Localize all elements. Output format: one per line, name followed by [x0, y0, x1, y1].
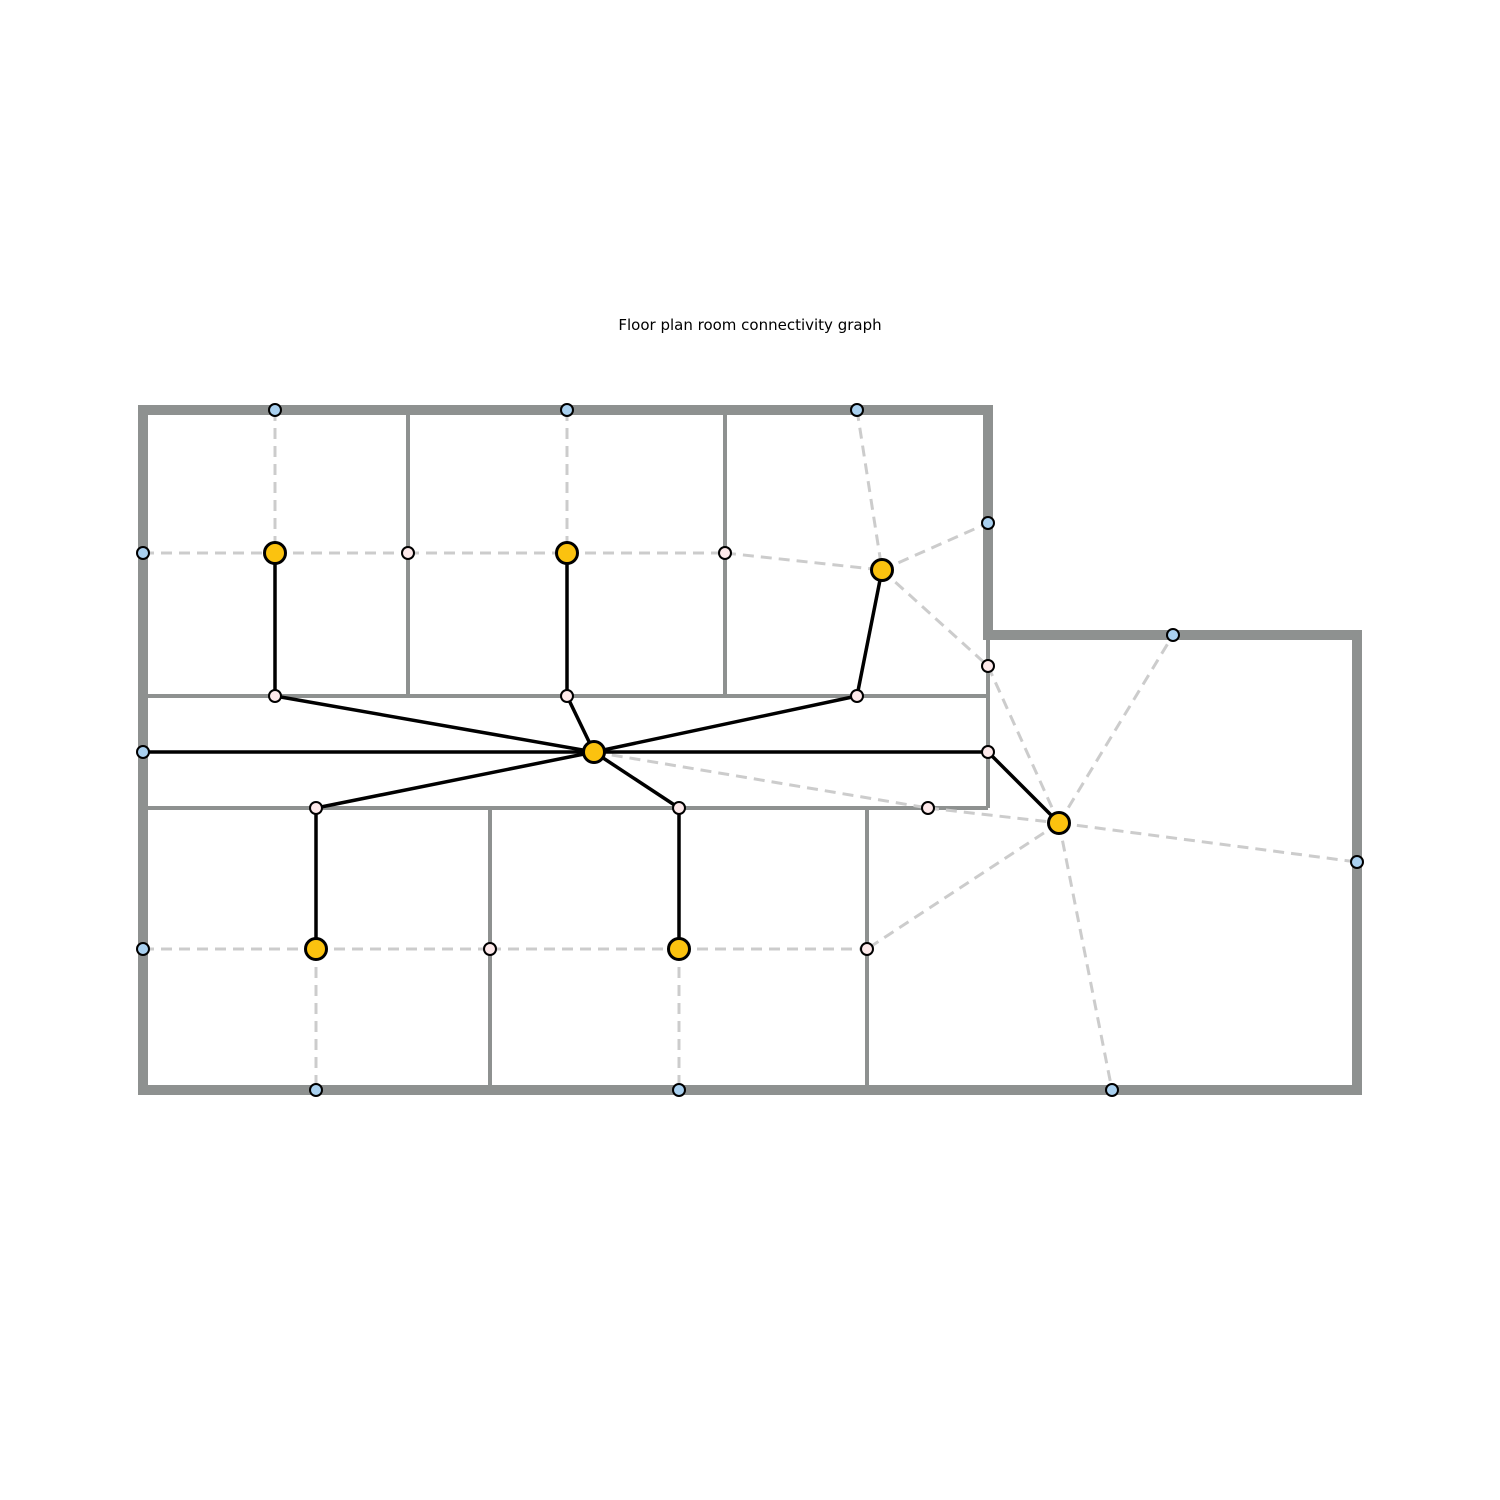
- door-node: [718, 546, 732, 560]
- window-node: [136, 745, 150, 759]
- door-node: [560, 689, 574, 703]
- window-edge: [1058, 821, 1358, 864]
- door-edge: [315, 750, 595, 810]
- outer-wall: [138, 405, 1362, 1095]
- window-edge: [593, 750, 929, 810]
- window-edge: [724, 551, 883, 572]
- window-edge: [855, 409, 884, 571]
- diagram-title: Floor plan room connectivity graph: [618, 316, 881, 334]
- door-node: [268, 689, 282, 703]
- window-node: [268, 403, 282, 417]
- window-edges-layer: [143, 409, 1358, 1091]
- room-node: [870, 558, 894, 582]
- door-node: [860, 942, 874, 956]
- room-node: [263, 541, 287, 565]
- room-node: [555, 541, 579, 565]
- door-edge: [274, 694, 595, 754]
- window-node: [850, 403, 864, 417]
- window-node: [672, 1083, 686, 1097]
- walls-layer: [138, 405, 1362, 1095]
- window-node: [560, 403, 574, 417]
- door-node: [981, 745, 995, 759]
- room-node: [667, 937, 691, 961]
- room-node: [304, 937, 328, 961]
- window-node: [1350, 855, 1364, 869]
- door-edge: [593, 750, 680, 810]
- window-node: [309, 1083, 323, 1097]
- door-node: [483, 942, 497, 956]
- door-edge: [986, 750, 1061, 825]
- room-node: [1047, 811, 1071, 835]
- window-edge: [1057, 822, 1114, 1091]
- window-node: [136, 546, 150, 560]
- door-edge: [593, 694, 858, 754]
- door-node: [850, 689, 864, 703]
- window-node: [1166, 628, 1180, 642]
- door-edge: [855, 569, 884, 697]
- window-node: [136, 942, 150, 956]
- window-edge: [880, 568, 990, 668]
- nodes-layer: [136, 403, 1364, 1097]
- window-node: [1105, 1083, 1119, 1097]
- door-node: [401, 546, 415, 560]
- window-edge: [866, 821, 1060, 951]
- room-node: [582, 740, 606, 764]
- window-edge: [1057, 634, 1175, 824]
- window-edge: [927, 806, 1060, 825]
- door-node: [672, 801, 686, 815]
- window-edge: [986, 665, 1061, 824]
- window-edge: [881, 521, 989, 572]
- window-node: [981, 516, 995, 530]
- door-node: [981, 659, 995, 673]
- door-edges-layer: [143, 553, 1061, 949]
- door-node: [309, 801, 323, 815]
- door-node: [921, 801, 935, 815]
